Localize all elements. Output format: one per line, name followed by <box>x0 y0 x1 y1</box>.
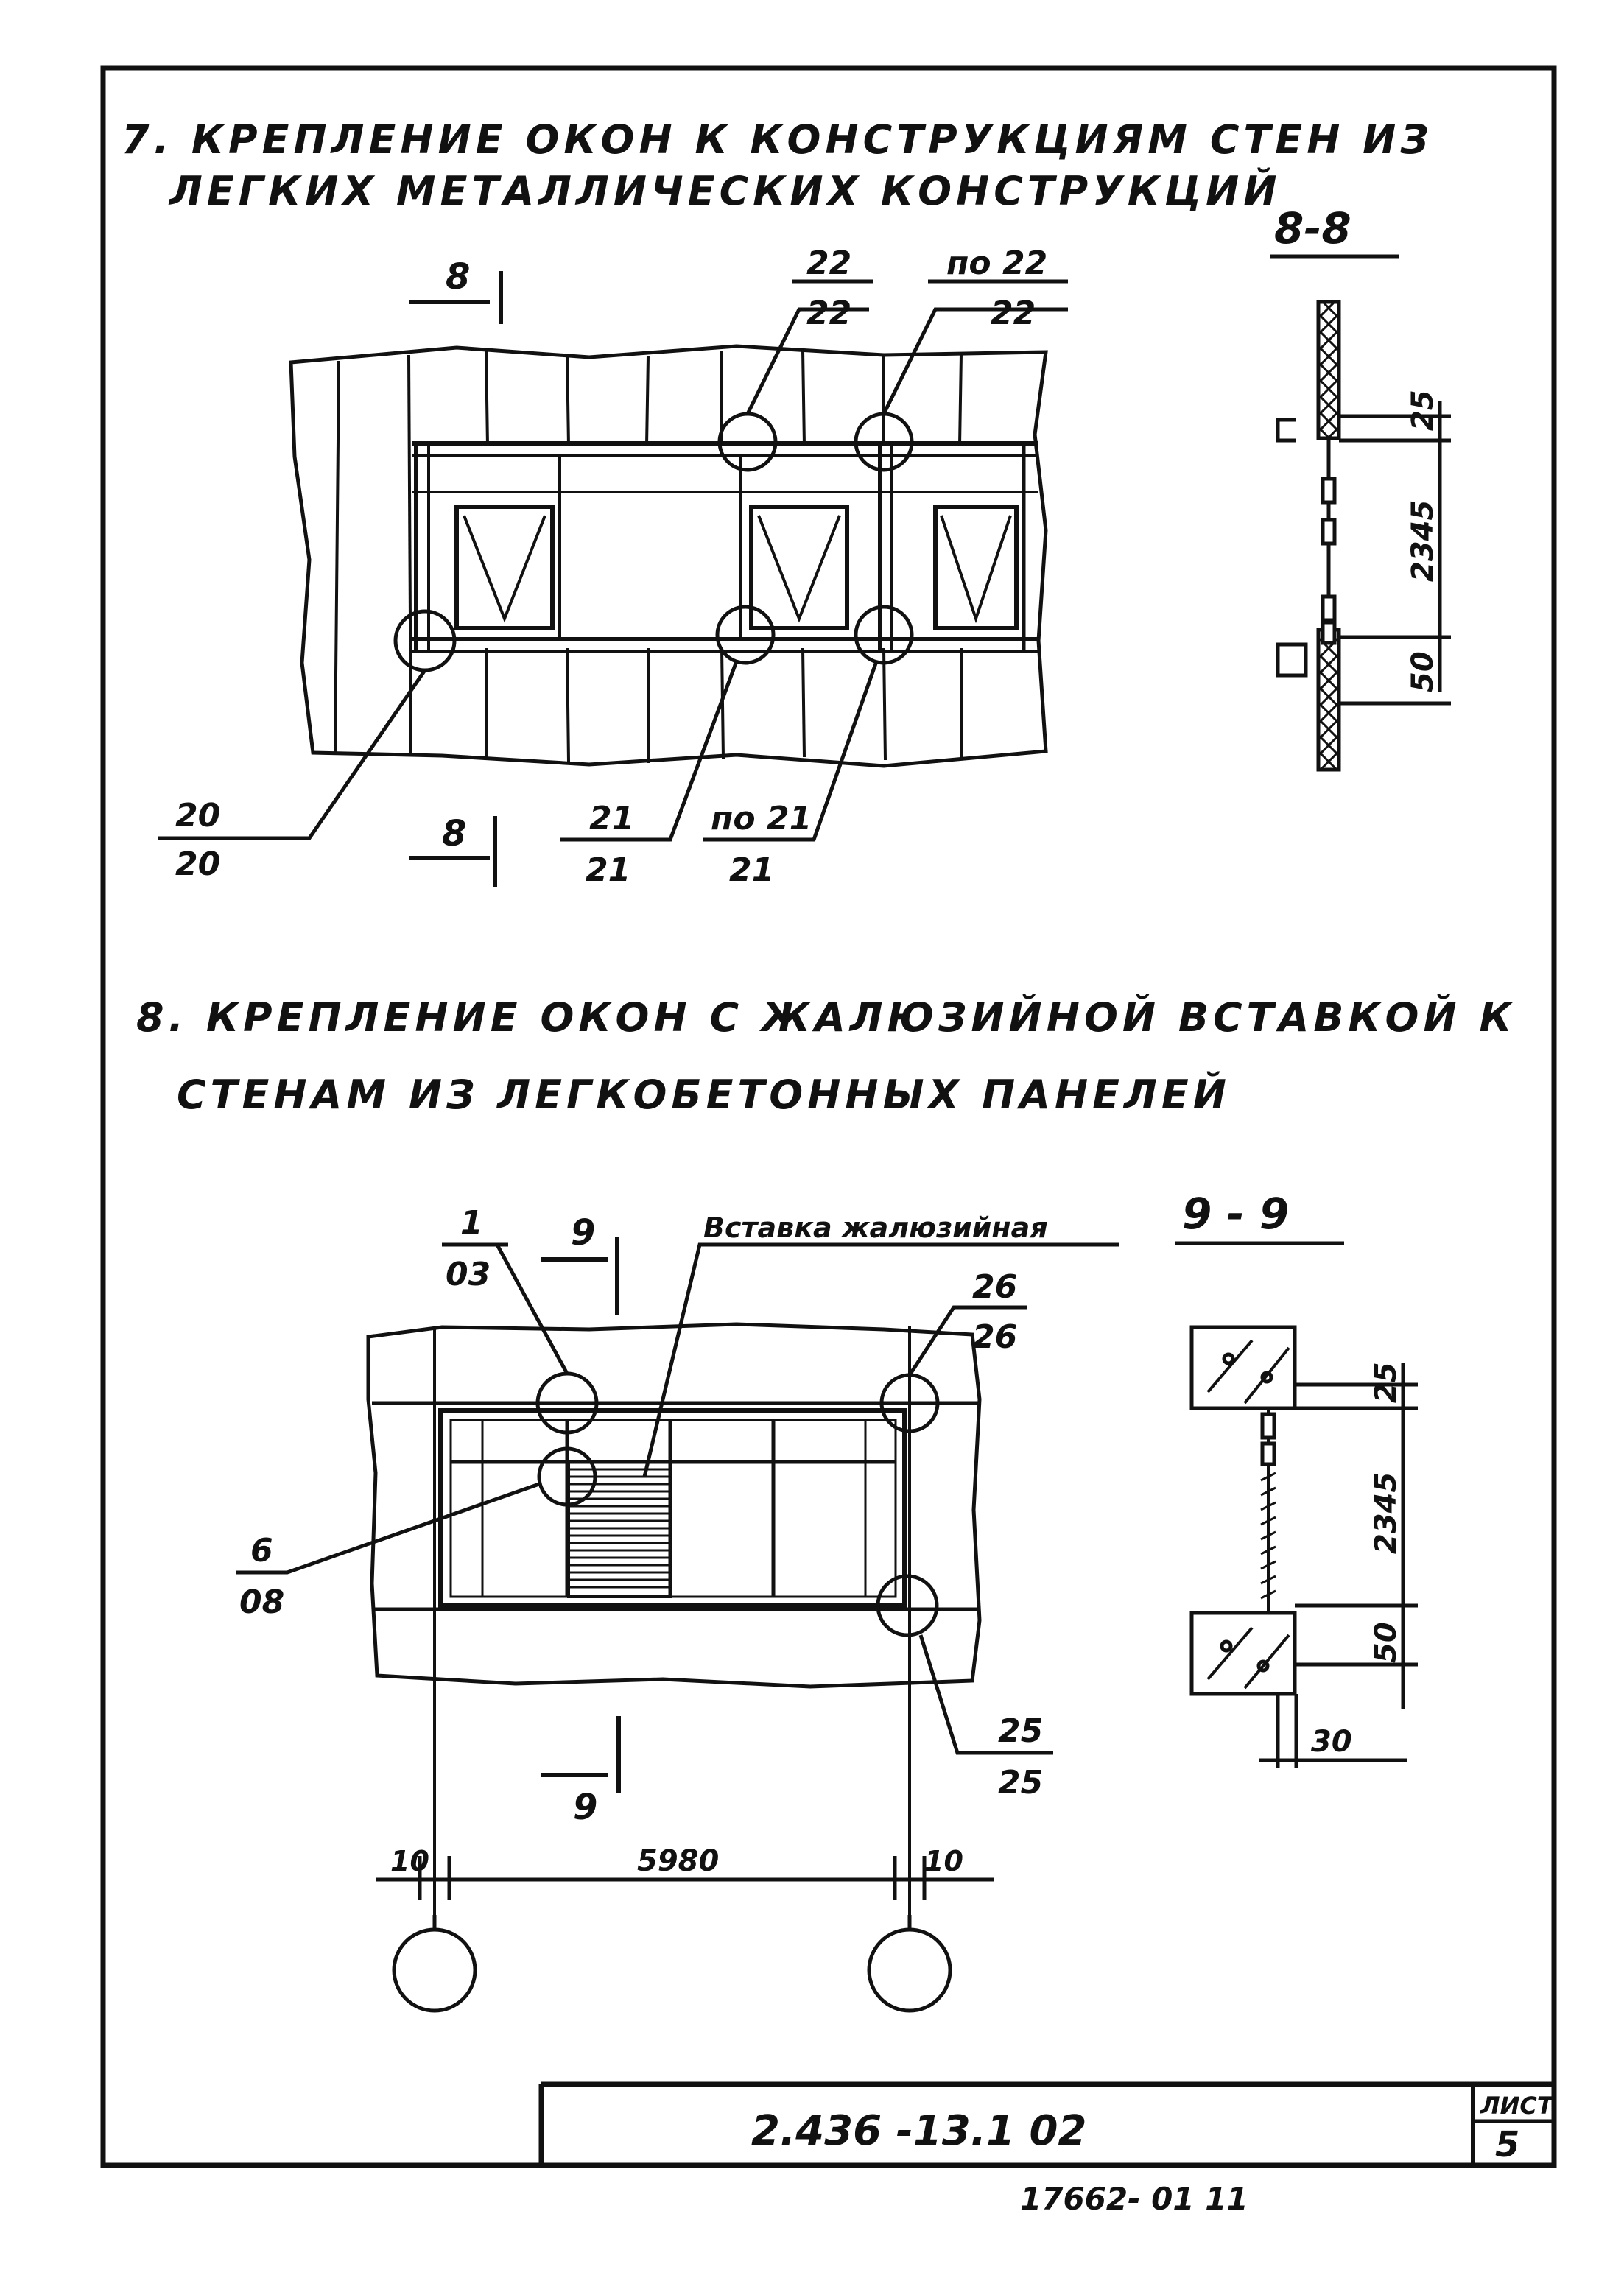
title-block-text: 2.436 -13.1 02 ЛИСТ 5 17662- 01 11 <box>751 2092 1555 2217</box>
section8-elevation <box>236 1237 1119 2013</box>
section8-title-line1: 8. КРЕПЛЕНИЕ ОКОН С ЖАЛЮЗИЙНОЙ ВСТАВКОЙ … <box>136 994 1516 1041</box>
callout-6-top: 6 <box>250 1532 273 1569</box>
callout-20-top: 20 <box>175 797 220 834</box>
cut-mark-9-top: 9 <box>571 1212 595 1254</box>
callout-08-bottom: 08 <box>239 1583 284 1621</box>
sheet-frame <box>100 65 1557 2168</box>
section7-elevation <box>158 271 1068 887</box>
dim-2345-top: 2345 <box>1406 500 1440 582</box>
cut-mark-8-top: 8 <box>446 256 470 298</box>
callout-26-bottom: 26 <box>972 1318 1017 1356</box>
section-9-9 <box>1175 1241 1418 1768</box>
callout-po21-bottom: 21 <box>729 851 774 889</box>
section7-title-line1: 7. КРЕПЛЕНИЕ ОКОН К КОНСТРУКЦИЯМ СТЕН ИЗ <box>122 116 1433 163</box>
dim-50-bottom: 50 <box>1369 1622 1403 1663</box>
callout-22-top: 22 <box>806 245 851 282</box>
callout-1-top: 1 <box>460 1204 483 1242</box>
span-dim-right: 10 <box>924 1845 963 1877</box>
callout-21-top: 21 <box>589 800 634 837</box>
footer-code: 17662- 01 11 <box>1020 2181 1248 2217</box>
cut-mark-9-bottom: 9 <box>573 1787 597 1828</box>
span-dim-left: 10 <box>390 1845 429 1877</box>
dim-2345-bottom: 2345 <box>1369 1472 1403 1554</box>
dim-50-top: 50 <box>1406 651 1440 692</box>
cut-mark-8-bottom: 8 <box>442 813 466 854</box>
document-code: 2.436 -13.1 02 <box>751 2107 1086 2155</box>
insert-label: Вставка жалюзийная <box>703 1212 1048 1244</box>
sheet-number: 5 <box>1495 2124 1519 2165</box>
title-block <box>538 2081 1554 2165</box>
callout-22-bottom: 22 <box>806 295 851 332</box>
section8-callouts: Вставка жалюзийная 1 03 26 26 6 08 25 25… <box>239 1204 1048 1878</box>
callout-26-top: 26 <box>972 1268 1017 1306</box>
dim-30: 30 <box>1311 1725 1352 1759</box>
section7-callouts: 22 22 по 22 22 20 20 21 21 по 21 21 8 8 <box>175 245 1047 889</box>
callout-25-bottom: 25 <box>998 1764 1043 1801</box>
dim-25-top: 25 <box>1406 390 1440 431</box>
section-8-8-labels: 8-8 25 2345 50 <box>1274 203 1440 692</box>
callout-po22-bottom: 22 <box>991 295 1036 332</box>
section-8-8-title: 8-8 <box>1274 203 1351 253</box>
sheet-label: ЛИСТ <box>1480 2092 1555 2120</box>
callout-po22-top: по 22 <box>946 245 1047 282</box>
section7-title-line2: ЛЕГКИХ МЕТАЛЛИЧЕСКИХ КОНСТРУКЦИЙ <box>169 168 1282 214</box>
section-9-9-labels: 9 - 9 25 2345 50 30 <box>1182 1189 1403 1759</box>
callout-25-top: 25 <box>998 1712 1043 1750</box>
dim-25-bottom: 25 <box>1369 1362 1403 1403</box>
callout-po21-top: по 21 <box>711 800 812 837</box>
callout-03-bottom: 03 <box>446 1256 491 1293</box>
section-8-8 <box>1270 254 1451 772</box>
callout-20-bottom: 20 <box>175 846 220 883</box>
span-dim-main: 5980 <box>637 1844 719 1878</box>
section8-title-line2: СТЕНАМ ИЗ ЛЕГКОБЕТОННЫХ ПАНЕЛЕЙ <box>177 1072 1231 1118</box>
callout-21-bottom: 21 <box>586 851 630 889</box>
louvre-insert <box>567 1460 672 1598</box>
section-9-9-title: 9 - 9 <box>1182 1189 1289 1239</box>
